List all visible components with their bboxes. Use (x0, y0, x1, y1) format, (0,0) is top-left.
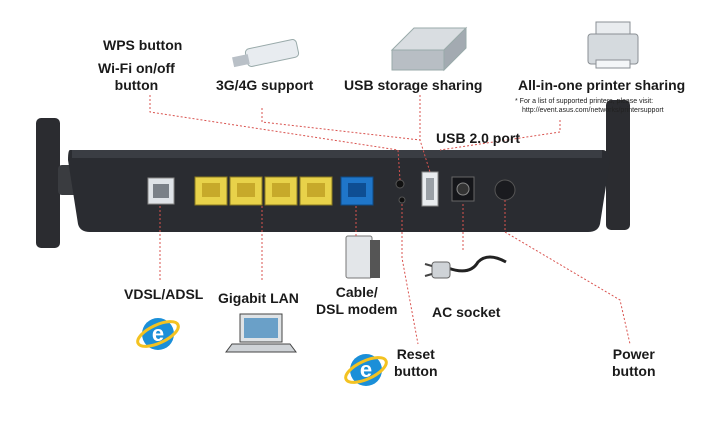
modem-icon (345, 235, 380, 279)
svg-text:e: e (152, 321, 164, 346)
ac-socket (451, 176, 475, 202)
wan-port (340, 176, 374, 206)
usb-dongle-icon (232, 39, 300, 68)
router-body (68, 150, 610, 232)
wps-button-hole (395, 179, 405, 189)
usb-storage-label: USB storage sharing (344, 77, 483, 93)
printer-note-1: * For a list of supported printers, plea… (515, 98, 654, 105)
3g-4g-label: 3G/4G support (216, 77, 314, 93)
usb-port (421, 171, 439, 207)
dsl-port (147, 177, 175, 205)
wps-button-label: WPS button (103, 37, 183, 53)
printer-note-2: http://event.asus.com/networks/printersu… (522, 107, 664, 114)
usb-port-label: USB 2.0 port (436, 130, 521, 146)
lan-ports (194, 176, 333, 206)
leader-lines (149, 95, 631, 345)
ie-logo-icon: e (136, 318, 180, 350)
hard-drive-icon (390, 26, 468, 72)
svg-text:e: e (360, 357, 372, 382)
printer-icon (587, 21, 639, 69)
laptop-icon (225, 313, 297, 353)
gigabit-lan-label: Gigabit LAN (218, 290, 299, 306)
reset-button-hole (398, 196, 406, 204)
wifi-button-label: Wi-Fi on/off button (98, 60, 175, 93)
reset-button-label: Reset button (394, 346, 438, 379)
printer-label: All-in-one printer sharing (518, 77, 686, 93)
ac-socket-label: AC socket (432, 304, 501, 320)
ie-logo-icon: e (344, 354, 388, 386)
cable-modem-label: Cable/ DSL modem (316, 284, 398, 317)
vdsl-label: VDSL/ADSL (124, 286, 204, 302)
ac-plug-icon (424, 255, 507, 279)
power-button (494, 179, 516, 201)
power-button-label: Power button (612, 346, 656, 379)
